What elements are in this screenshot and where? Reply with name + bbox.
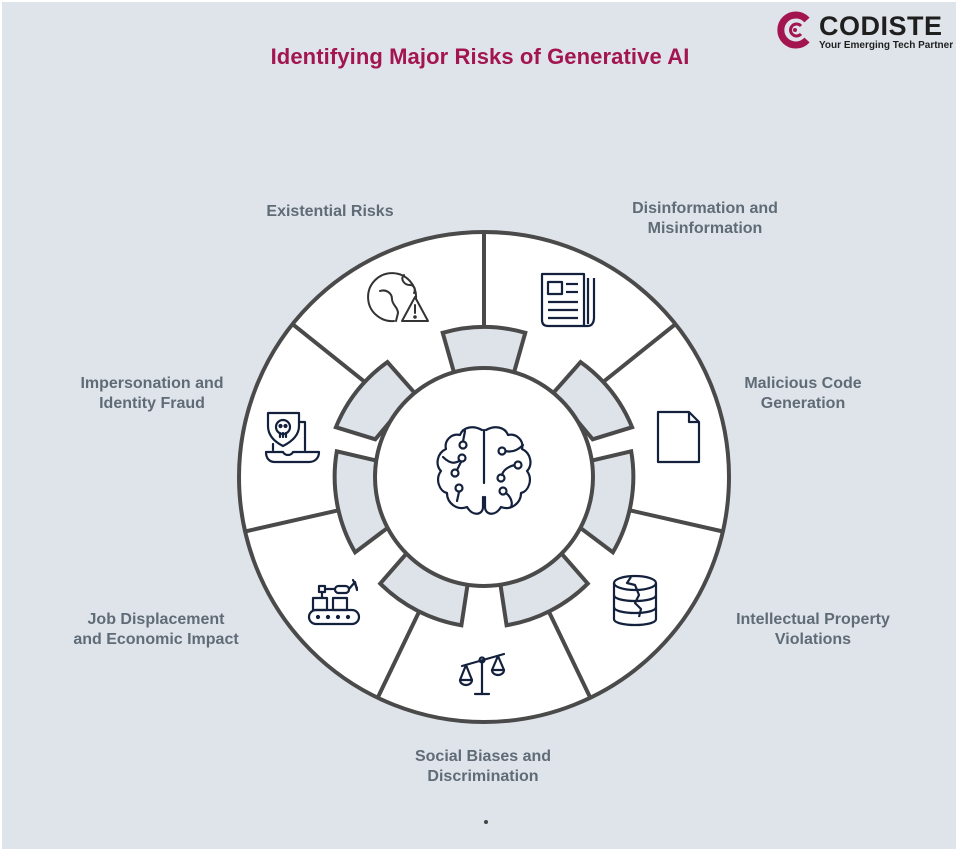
label-job-displacement: Job Displacement and Economic Impact <box>73 611 239 648</box>
wheel-connectors <box>332 325 636 628</box>
label-disinformation: Disinformation and Misinformation <box>632 200 778 237</box>
label-malicious-code: Malicious Code Generation <box>744 375 862 412</box>
label-intellectual-property: Intellectual Property Violations <box>736 611 890 648</box>
pagination-dot <box>484 820 488 824</box>
cracked-database-icon <box>612 574 658 627</box>
newspaper-icon <box>540 272 596 328</box>
brain-circuit-icon <box>436 426 532 515</box>
wheel-dividers <box>244 232 724 699</box>
robotic-conveyor-icon <box>307 578 361 626</box>
label-social-biases: Social Biases and Discrimination <box>414 748 552 785</box>
codiste-c-logo-icon <box>777 11 810 49</box>
page-title: Identifying Major Risks of Generative AI <box>270 44 690 69</box>
document-icon <box>656 410 701 464</box>
logo-tagline: Your Emerging Tech Partner <box>819 40 954 51</box>
codiste-logo: CODISTE Your Emerging Tech Partner <box>776 10 956 54</box>
skull-shield-laptop-icon <box>264 411 321 464</box>
label-existential-risks: Existential Risks <box>266 203 394 220</box>
globe-warning-icon <box>367 272 429 323</box>
label-impersonation: Impersonation and Identity Fraud <box>80 375 224 412</box>
logo-wordmark: CODISTE <box>819 11 943 41</box>
scales-icon <box>458 652 506 696</box>
